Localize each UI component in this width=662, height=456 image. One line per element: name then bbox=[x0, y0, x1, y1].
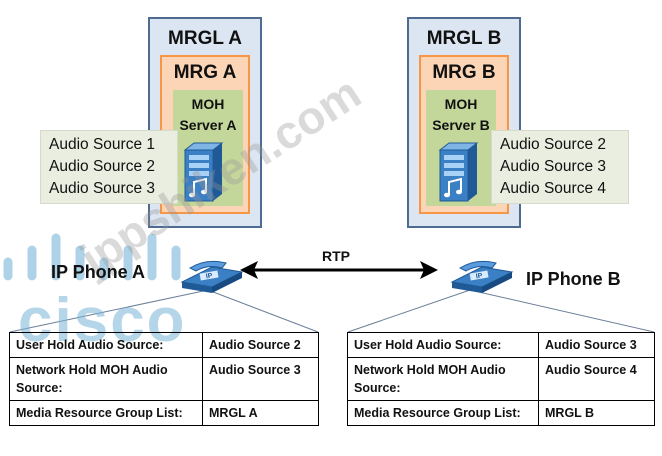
table-row: Network Hold MOH Audio Source: Audio Sou… bbox=[9, 357, 319, 401]
config-key: Media Resource Group List: bbox=[9, 400, 203, 426]
ip-phone-b-icon[interactable]: IP bbox=[446, 254, 516, 294]
rtp-label: RTP bbox=[322, 248, 350, 264]
config-value: MRGL A bbox=[202, 400, 319, 426]
config-key: Media Resource Group List: bbox=[347, 400, 539, 426]
config-value: MRGL B bbox=[538, 400, 655, 426]
audio-source-a-3: Audio Source 3 bbox=[49, 180, 155, 197]
phone-b-label: IP Phone B bbox=[526, 269, 621, 289]
table-row: Network Hold MOH Audio Source: Audio Sou… bbox=[347, 357, 655, 401]
mrg-b-title: MRG B bbox=[432, 62, 496, 83]
table-row: User Hold Audio Source: Audio Source 3 bbox=[347, 332, 655, 358]
config-key: User Hold Audio Source: bbox=[347, 332, 539, 358]
phone-a-ip-text: IP bbox=[205, 272, 213, 280]
config-value: Audio Source 4 bbox=[538, 357, 655, 401]
moh-server-a-label-2: Server A bbox=[179, 117, 237, 133]
phone-b-config-table: User Hold Audio Source: Audio Source 3 N… bbox=[347, 332, 655, 426]
phone-a-config-table: User Hold Audio Source: Audio Source 2 N… bbox=[9, 332, 319, 426]
config-key: Network Hold MOH Audio Source: bbox=[9, 357, 203, 401]
table-row: User Hold Audio Source: Audio Source 2 bbox=[9, 332, 319, 358]
server-a-icon bbox=[183, 142, 224, 202]
mrg-a-title: MRG A bbox=[173, 62, 237, 83]
rtp-link-arrow bbox=[240, 261, 438, 279]
audio-source-list-b: Audio Source 2 Audio Source 3 Audio Sour… bbox=[491, 130, 629, 204]
cisco-bars-watermark bbox=[3, 233, 181, 281]
moh-server-b-label-1: MOH bbox=[444, 96, 478, 112]
moh-server-b-label-2: Server B bbox=[432, 117, 490, 133]
ip-phone-a-icon[interactable]: IP bbox=[176, 254, 246, 294]
server-b-icon bbox=[438, 142, 479, 202]
audio-source-b-2: Audio Source 3 bbox=[500, 158, 606, 175]
config-value: Audio Source 2 bbox=[202, 332, 319, 358]
mrgl-b-title: MRGL B bbox=[426, 28, 502, 49]
config-value: Audio Source 3 bbox=[538, 332, 655, 358]
config-key: Network Hold MOH Audio Source: bbox=[347, 357, 539, 401]
moh-server-a-label-1: MOH bbox=[191, 96, 225, 112]
config-key: User Hold Audio Source: bbox=[9, 332, 203, 358]
config-value: Audio Source 3 bbox=[202, 357, 319, 401]
table-row: Media Resource Group List: MRGL A bbox=[9, 400, 319, 426]
audio-source-b-1: Audio Source 2 bbox=[500, 136, 606, 153]
phone-b-ip-text: IP bbox=[475, 272, 483, 280]
audio-source-b-3: Audio Source 4 bbox=[500, 180, 606, 197]
mrgl-a-title: MRGL A bbox=[168, 28, 242, 49]
audio-source-a-2: Audio Source 2 bbox=[49, 158, 155, 175]
audio-source-a-1: Audio Source 1 bbox=[49, 136, 155, 153]
audio-source-list-a: Audio Source 1 Audio Source 2 Audio Sour… bbox=[40, 130, 178, 204]
phone-a-label: IP Phone A bbox=[51, 262, 146, 282]
table-row: Media Resource Group List: MRGL B bbox=[347, 400, 655, 426]
